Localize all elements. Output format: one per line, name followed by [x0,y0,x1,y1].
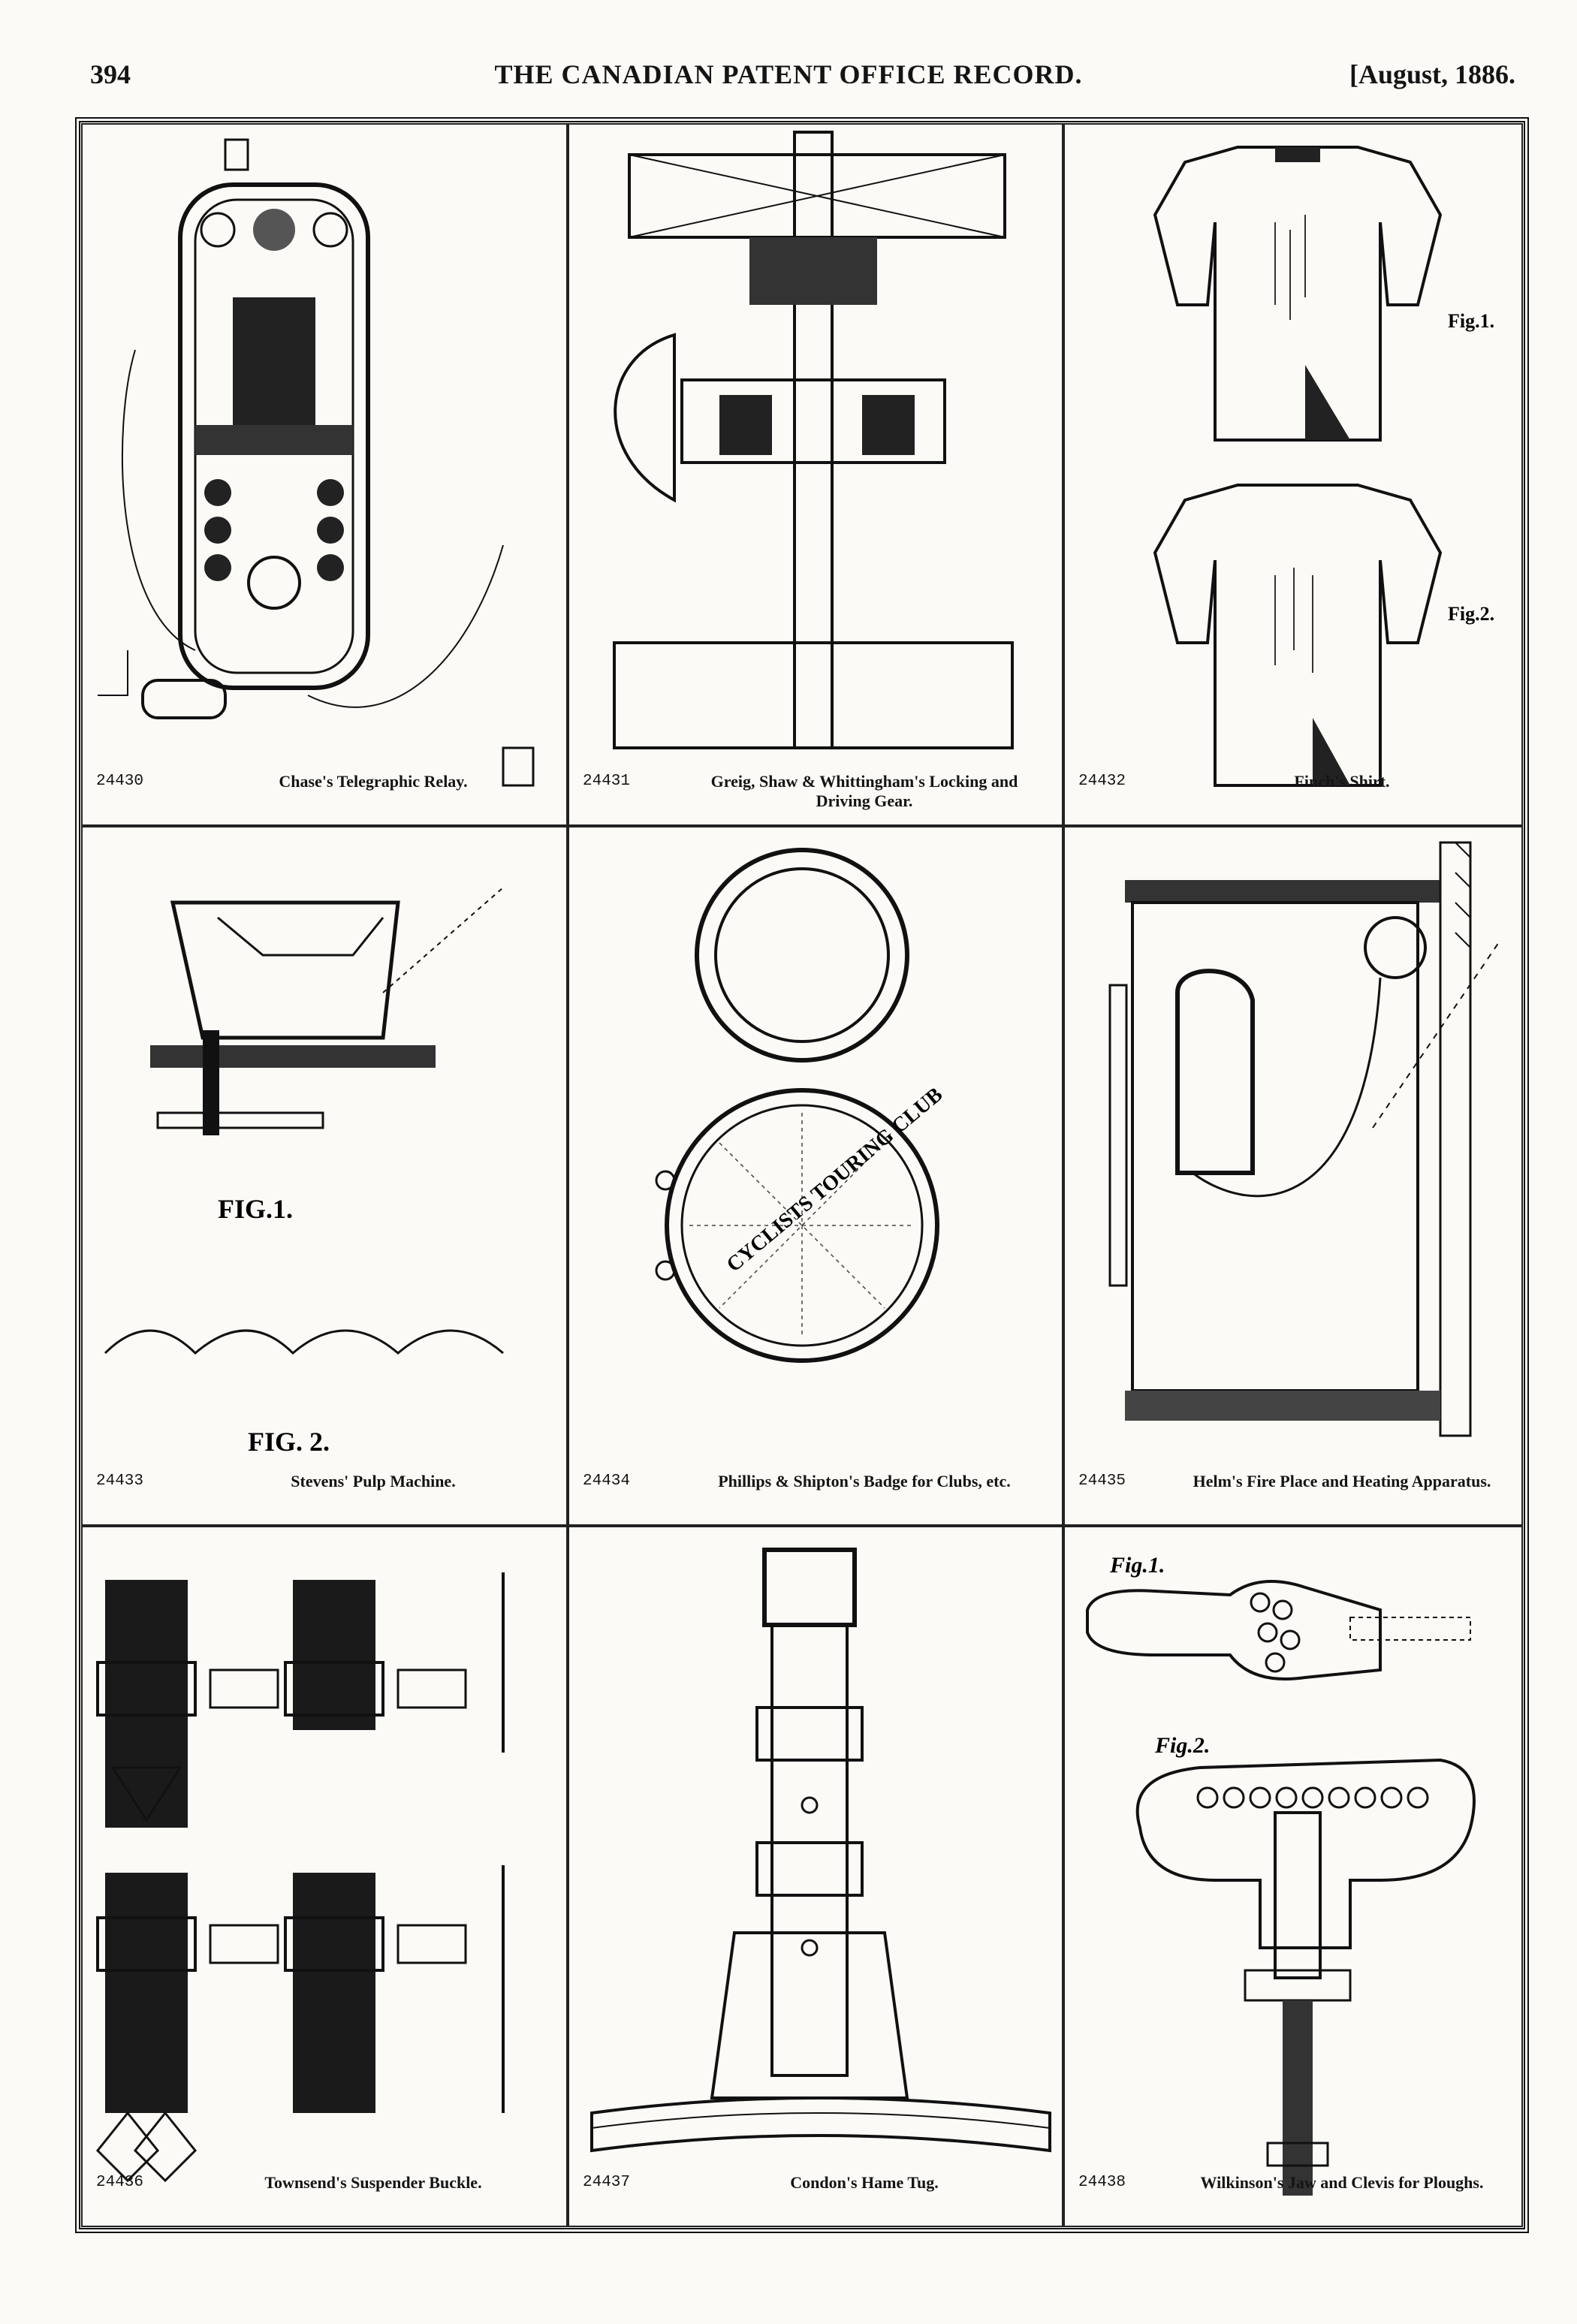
patent-title: Helm's Fire Place and Heating Apparatus. [1193,1472,1491,1491]
page-number: 394 [90,59,131,89]
patent-number: 24433 [96,1472,144,1490]
plate-border [75,117,1529,2233]
patent-cell-fire-place: 24435 Helm's Fire Place and Heating Appa… [1063,826,1523,1526]
patent-title: Greig, Shaw & Whittingham's Locking and … [710,772,1018,810]
patent-cell-locking-driving-gear: 24431 Greig, Shaw & Whittingham's Lockin… [568,123,1063,826]
patent-title: Phillips & Shipton's Badge for Clubs, et… [718,1472,1011,1491]
club-badge-drawing: CYCLISTS TOURING CLUB [655,848,947,1363]
patent-title: Finch's Shirt. [1294,772,1390,791]
pulp-fig2-label: FIG. 2. [248,1427,330,1457]
page-header: 394 THE CANADIAN PATENT OFFICE RECORD. [… [0,59,1577,104]
patent-title: Chase's Telegraphic Relay. [279,772,468,791]
suspender-buckle-drawing [95,1572,505,2183]
shirt-drawing: Fig.1. Fig.2. [1153,146,1494,787]
patent-title: Stevens' Pulp Machine. [291,1472,456,1491]
plough-fig2-label: Fig.2. [1154,1733,1210,1758]
patent-title: Condon's Hame Tug. [790,2173,939,2192]
locking-driving-gear-drawing [613,131,1014,749]
patent-cell-hame-tug: 24437 Condon's Hame Tug. [568,1526,1063,2227]
journal-title: THE CANADIAN PATENT OFFICE RECORD. [494,59,1083,89]
patent-title: Wilkinson's Jaw and Clevis for Ploughs. [1200,2173,1484,2192]
shirt-fig1-label: Fig.1. [1448,310,1494,332]
plough-fig1-label: Fig.1. [1109,1553,1165,1578]
patent-cell-telegraphic-relay: 24430 Chase's Telegraphic Relay. [81,123,568,826]
patent-cell-pulp-machine: FIG.1. FIG. 2. 24433 Stevens' Pulp Machi… [81,826,568,1526]
patent-title: Townsend's Suspender Buckle. [264,2173,482,2192]
telegraphic-relay-drawing [98,138,535,787]
patent-number: 24437 [583,2174,631,2191]
pulp-fig1-label: FIG.1. [218,1194,293,1224]
patent-number: 24430 [96,773,144,790]
fire-place-drawing [1108,841,1501,1437]
patent-cell-club-badge: CYCLISTS TOURING CLUB 24434 Phillips & S… [568,826,1063,1526]
plough-jaw-clevis-drawing: Fig.1. Fig.2. [1086,1553,1476,2196]
patent-number: 24434 [583,1472,631,1490]
pulp-machine-drawing: FIG.1. FIG. 2. [104,887,504,1457]
patent-number: 24431 [583,773,631,790]
shirt-fig2-label: Fig.2. [1448,603,1494,625]
patent-number: 24432 [1078,773,1126,790]
patent-number: 24435 [1078,1472,1126,1490]
issue-date: [August, 1886. [1349,59,1515,89]
patent-number: 24436 [96,2174,144,2191]
patent-number: 24438 [1078,2174,1126,2191]
patent-cell-plough-jaw-clevis: Fig.1. Fig.2. 24438 Wilkinson's Jaw and … [1063,1526,1523,2227]
patent-cell-suspender-buckle: 24436 Townsend's Suspender Buckle. [81,1526,568,2227]
hame-tug-drawing [590,1548,1051,2153]
patent-plate-grid: 24430 Chase's Telegraphic Relay. 24431 G… [81,123,1523,2227]
patent-cell-shirt: Fig.1. Fig.2. 24432 Finch's Shirt. [1063,123,1523,826]
